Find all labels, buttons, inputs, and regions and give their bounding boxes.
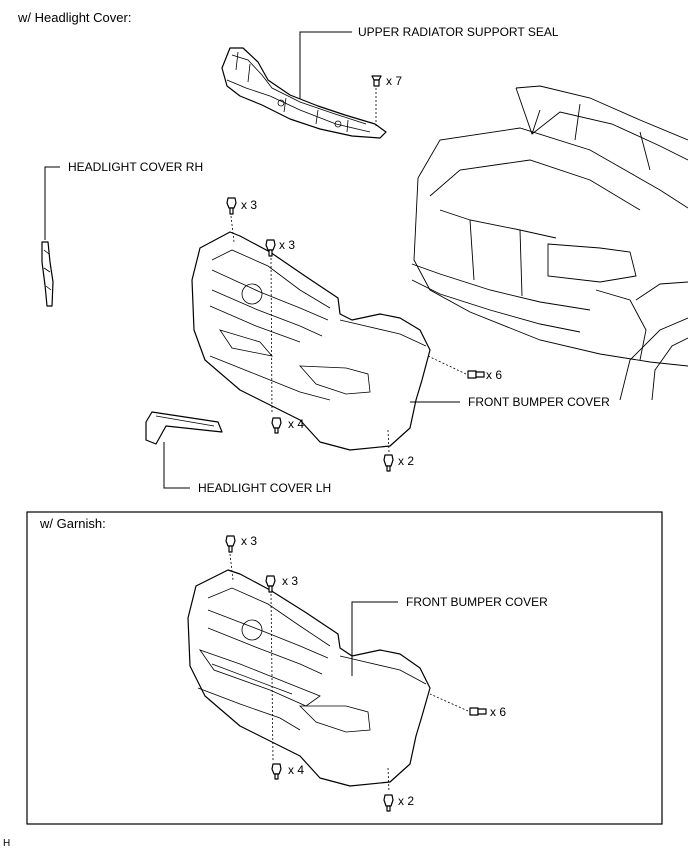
count-seal-clips: x 7	[386, 74, 403, 88]
count-bottom-top-center-screws: x 3	[282, 574, 299, 588]
headlight-cover-lh-part	[145, 411, 223, 445]
leader-front-bumper-cover-bottom	[351, 601, 398, 676]
corner-mark: H	[3, 838, 11, 849]
count-bottom-lower-right-bolts: x 2	[398, 794, 415, 808]
dashed-line-bottom-side-bolt	[429, 693, 469, 712]
label-headlight-cover-lh: HEADLIGHT COVER LH	[198, 481, 332, 495]
heading-garnish: w/ Garnish:	[40, 516, 106, 531]
label-front-bumper-cover-top: FRONT BUMPER COVER	[468, 395, 610, 409]
screw-icon	[225, 535, 236, 553]
screw-icon	[265, 239, 276, 257]
screw-icon	[265, 575, 276, 593]
bolt-icon	[271, 763, 282, 780]
count-top-left-screws: x 3	[241, 198, 258, 212]
bolt-icon	[383, 454, 394, 472]
label-headlight-cover-rh: HEADLIGHT COVER RH	[68, 160, 204, 174]
dashed-line-top-left-screw	[230, 215, 235, 243]
front-bumper-cover-top-part	[191, 231, 431, 451]
count-top-center-screws: x 3	[279, 238, 296, 252]
count-bottom-top-left-screws: x 3	[241, 534, 258, 548]
count-lower-right-bolts: x 2	[398, 454, 415, 468]
count-bottom-side-bolts: x 6	[490, 705, 507, 719]
upper-radiator-support-seal-part	[221, 47, 387, 139]
count-bottom-bolts: x 4	[288, 417, 305, 431]
garnish-section-frame	[26, 511, 663, 825]
bolt-icon	[469, 707, 487, 716]
leader-upper-radiator-support-seal	[299, 31, 352, 99]
heading-headlight-cover: w/ Headlight Cover:	[18, 10, 132, 25]
label-front-bumper-cover-bottom: FRONT BUMPER COVER	[406, 595, 548, 609]
screw-icon	[226, 197, 237, 215]
headlight-cover-rh-part	[41, 241, 54, 307]
dashed-line-side-bolt	[427, 355, 467, 375]
count-side-bolts: x 6	[486, 368, 503, 382]
dashed-line-bottom-top-left-screw	[229, 553, 234, 581]
bolt-icon	[271, 417, 282, 434]
leader-headlight-cover-lh	[163, 442, 190, 489]
dashed-line-bottom-lower-right-bolt	[387, 767, 390, 793]
count-bottom-bottom-bolts: x 4	[288, 763, 305, 777]
leader-headlight-cover-rh	[44, 166, 60, 240]
bolt-icon	[383, 794, 394, 812]
vehicle-front-outline	[411, 85, 688, 401]
clip-icon	[371, 75, 382, 87]
label-upper-radiator-support-seal: UPPER RADIATOR SUPPORT SEAL	[358, 25, 559, 39]
bolt-icon	[467, 370, 485, 379]
front-bumper-cover-bottom-part	[187, 569, 431, 787]
